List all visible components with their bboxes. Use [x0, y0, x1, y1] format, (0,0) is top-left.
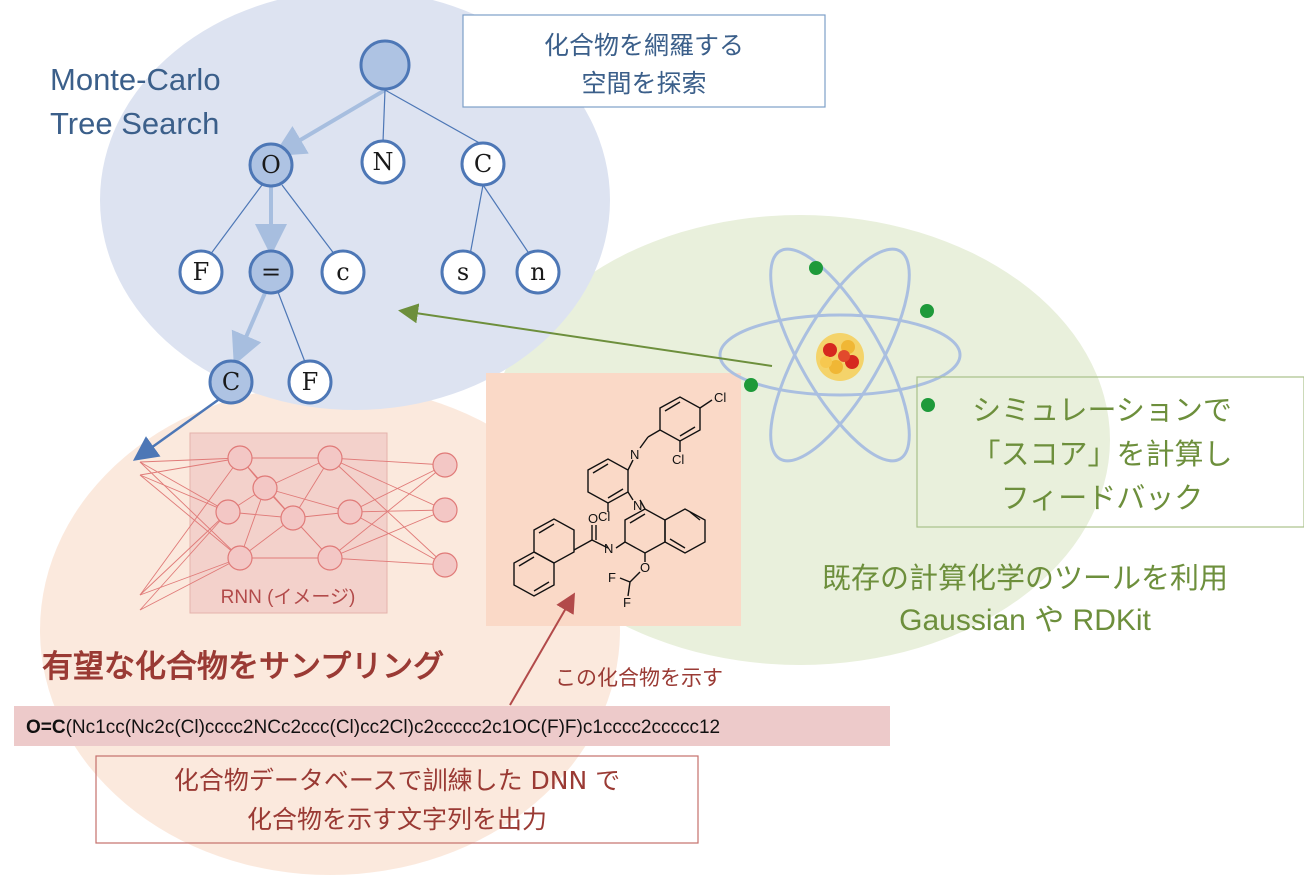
- rnn-label: RNN (イメージ): [221, 587, 356, 608]
- smiles-rest-part: (Nc1cc(Nc2c(Cl)cccc2NCc2ccc(Cl)cc2Cl)c2c…: [66, 717, 721, 738]
- svg-text:s: s: [457, 258, 469, 286]
- svg-text:F: F: [193, 258, 210, 286]
- sampling-heading: 有望な化合物をサンプリング: [42, 649, 444, 685]
- pointer-arrow: [509, 592, 576, 706]
- simulation-box-line3: フィードバック: [1001, 481, 1203, 515]
- svg-text:n: n: [530, 258, 545, 286]
- tree-node-eq: =: [248, 249, 294, 295]
- tools-line2: Gaussian や RDKit: [899, 604, 1151, 637]
- svg-text:N: N: [604, 541, 613, 556]
- tree-node-c-small: c: [320, 249, 366, 295]
- simulation-box: [916, 376, 1304, 528]
- smiles-bold-part: O=C: [26, 717, 66, 738]
- smiles-string: O=C(Nc1cc(Nc2c(Cl)cccc2NCc2ccc(Cl)cc2Cl)…: [26, 717, 720, 738]
- atom-nucleus: [816, 333, 864, 381]
- svg-text:Cl: Cl: [672, 452, 684, 467]
- tree-node-n: N: [360, 139, 406, 185]
- mcts-description-box: [462, 14, 826, 108]
- tree-node-o: O: [248, 142, 294, 188]
- svg-text:C: C: [474, 150, 492, 178]
- molecule-structure: [513, 396, 713, 597]
- tools-line1: 既存の計算化学のツールを利用: [822, 561, 1228, 595]
- tree-node-n-small: n: [515, 249, 561, 295]
- tree-node-c1: C: [460, 141, 506, 187]
- atom-icon: [718, 247, 962, 463]
- dnn-box-line2: 化合物を示す文字列を出力: [247, 805, 547, 834]
- mcts-title-line1: Monte-Carlo: [50, 62, 221, 97]
- rnn-nodes: [215, 445, 458, 578]
- smiles-bar: [14, 706, 890, 746]
- tree-node-f2: F: [287, 359, 333, 405]
- svg-text:N: N: [373, 148, 394, 176]
- tree-edges: [132, 88, 531, 461]
- svg-text:Cl: Cl: [598, 509, 610, 524]
- feedback-arrow: [398, 303, 773, 367]
- pointer-label: この化合物を示す: [555, 666, 723, 690]
- simulation-box-line1: シミュレーションで: [972, 393, 1232, 427]
- svg-text:O: O: [261, 151, 281, 179]
- tree-node-c2: C: [208, 359, 254, 405]
- svg-text:Cl: Cl: [714, 390, 726, 405]
- tree-node-f1: F: [178, 249, 224, 295]
- electron-dots: [744, 261, 935, 412]
- svg-text:=: =: [261, 258, 281, 286]
- dnn-box: [95, 755, 699, 844]
- svg-text:O: O: [588, 511, 598, 526]
- molecule-atoms: Cl Cl Cl N N N O O F F: [588, 390, 726, 610]
- svg-text:O: O: [640, 560, 650, 575]
- svg-text:F: F: [623, 595, 631, 610]
- svg-text:c: c: [336, 258, 349, 286]
- mcts-box-line2: 空間を探索: [581, 69, 706, 98]
- svg-text:C: C: [222, 368, 240, 396]
- mcts-box-line1: 化合物を網羅する: [544, 31, 744, 60]
- peach-region: [40, 385, 620, 875]
- svg-text:N: N: [633, 498, 642, 513]
- simulation-box-line2: 「スコア」を計算し: [971, 437, 1232, 471]
- svg-text:N: N: [630, 447, 639, 462]
- dnn-box-line1: 化合物データベースで訓練した DNN で: [174, 766, 620, 795]
- svg-text:F: F: [608, 570, 616, 585]
- mcts-title-line2: Tree Search: [50, 106, 219, 141]
- svg-text:F: F: [302, 368, 319, 396]
- tree-node-s: s: [440, 249, 486, 295]
- tree-node-root: [359, 39, 411, 91]
